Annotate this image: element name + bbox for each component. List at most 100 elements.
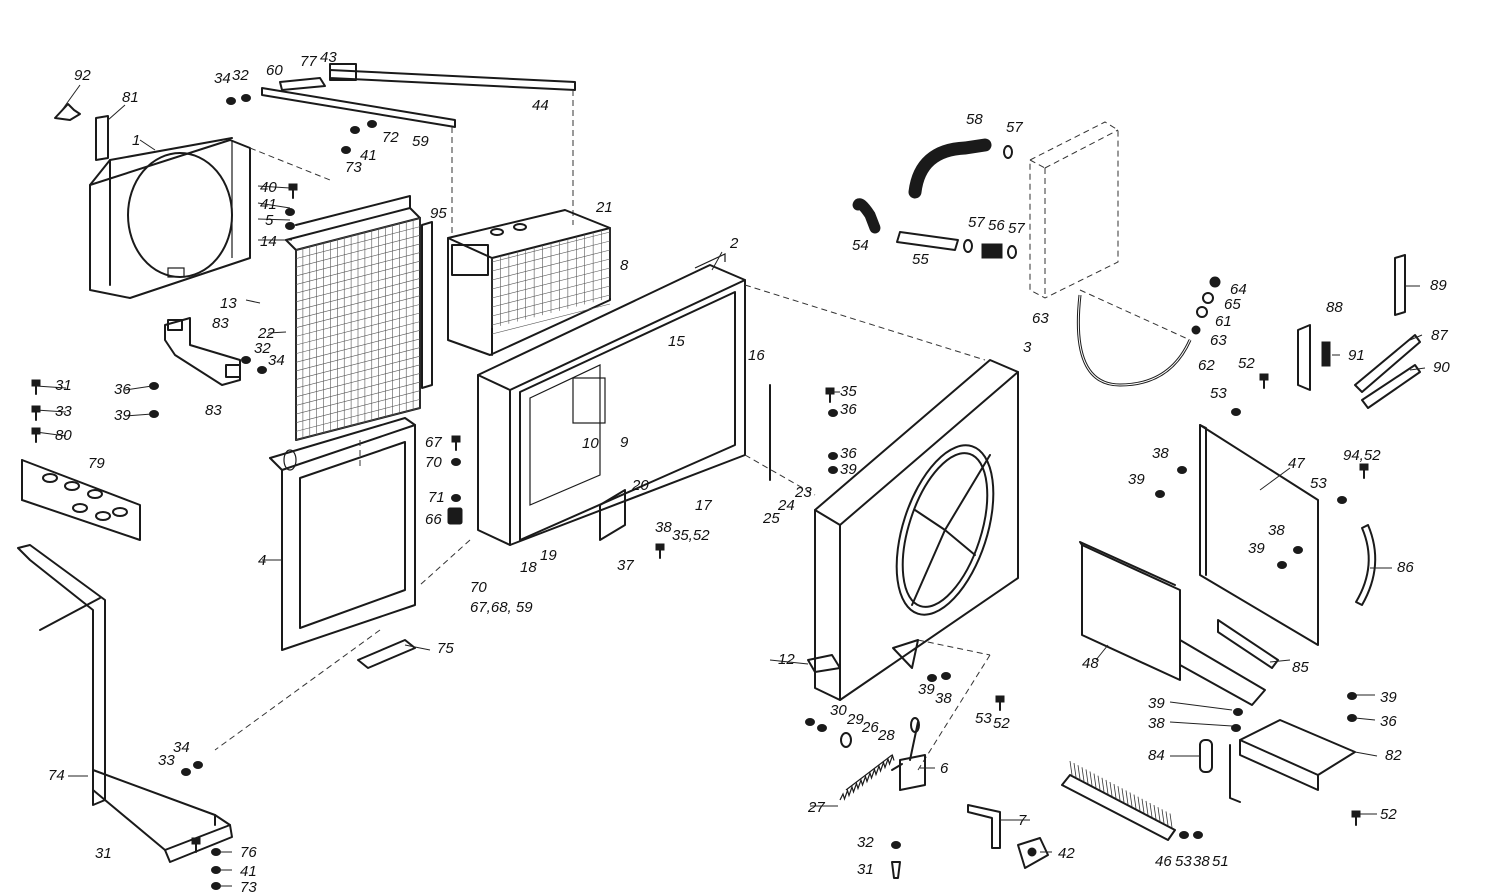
callout-74: 74 xyxy=(48,767,65,784)
clip-92 xyxy=(54,103,81,121)
callout-53b: 53 xyxy=(1310,475,1327,492)
radiator-core xyxy=(285,195,421,441)
callout-29: 29 xyxy=(846,711,864,728)
callout-91: 91 xyxy=(1348,347,1365,364)
callout-65: 65 xyxy=(1224,296,1241,313)
callout-87: 87 xyxy=(1431,327,1448,344)
callout-53d: 53 xyxy=(1175,853,1192,870)
strap-86 xyxy=(1355,524,1377,606)
callout-71: 71 xyxy=(428,489,445,506)
callout-85: 85 xyxy=(1292,659,1309,676)
bracket-83 xyxy=(164,317,241,386)
plate-75 xyxy=(357,639,416,669)
callout-44: 44 xyxy=(532,97,549,114)
bar-95 xyxy=(421,221,433,389)
side-panel-47 xyxy=(1199,424,1319,646)
callout-57a: 57 xyxy=(1006,119,1023,136)
callout-88: 88 xyxy=(1326,299,1343,316)
callout-39a: 39 xyxy=(114,407,131,424)
stay-rods xyxy=(261,63,576,235)
callout-46: 46 xyxy=(1155,853,1172,870)
callout-27: 27 xyxy=(807,799,825,816)
callout-55: 55 xyxy=(912,251,929,268)
tension-linkage xyxy=(839,717,1049,869)
latch-12 xyxy=(807,654,841,673)
angle-85 xyxy=(1217,619,1279,669)
callout-57b: 57 xyxy=(968,214,985,231)
callout-43: 43 xyxy=(320,49,337,66)
callout-63a: 63 xyxy=(1032,310,1049,327)
callout-14: 14 xyxy=(260,233,277,250)
callout-39d: 39 xyxy=(1128,471,1145,488)
callout-1: 1 xyxy=(132,132,140,149)
callout-58: 58 xyxy=(966,111,983,128)
callout-23: 23 xyxy=(794,484,812,501)
hoses xyxy=(852,138,1192,387)
fasteners xyxy=(31,94,1369,890)
callout-25: 25 xyxy=(762,510,780,527)
callout-9: 9 xyxy=(620,434,629,451)
callout-39g: 39 xyxy=(1380,689,1397,706)
link-84 xyxy=(1199,739,1213,773)
callout-56: 56 xyxy=(988,217,1005,234)
callout-89: 89 xyxy=(1430,277,1447,294)
expansion-tank-outline xyxy=(1029,121,1119,299)
callout-80: 80 xyxy=(55,427,72,444)
callout-39e: 39 xyxy=(1248,540,1265,557)
callout-2: 2 xyxy=(729,235,739,252)
callout-37: 37 xyxy=(617,557,634,574)
callout-48: 48 xyxy=(1082,655,1099,672)
callout-70a: 70 xyxy=(425,454,442,471)
callout-76: 76 xyxy=(240,844,257,861)
callout-7: 7 xyxy=(1018,812,1027,829)
callout-36a: 36 xyxy=(840,401,857,418)
fittings xyxy=(1191,276,1221,335)
callout-34a: 34 xyxy=(214,70,231,87)
callout-52a: 52 xyxy=(1238,355,1255,372)
assembly-lines xyxy=(214,147,1191,771)
callout-53a: 53 xyxy=(1210,385,1227,402)
callout-20: 20 xyxy=(631,477,649,494)
fan-ring-frame xyxy=(814,359,1019,701)
callout-4: 4 xyxy=(258,552,266,569)
leader-lines xyxy=(35,84,1426,887)
callout-38c: 38 xyxy=(1152,445,1169,462)
callout-31b: 31 xyxy=(95,845,112,862)
lower-frame xyxy=(269,417,416,651)
callout-32a: 32 xyxy=(232,67,249,84)
callout-10: 10 xyxy=(582,435,599,452)
callout-35-52: 35,52 xyxy=(672,527,710,544)
brackets-right xyxy=(1297,254,1421,409)
callout-39b: 39 xyxy=(840,461,857,478)
callout-36b: 36 xyxy=(840,445,857,462)
callout-38a: 38 xyxy=(655,519,672,536)
callout-53c: 53 xyxy=(975,710,992,727)
callout-81: 81 xyxy=(122,89,139,106)
callout-16: 16 xyxy=(748,347,765,364)
callout-75: 75 xyxy=(437,640,454,657)
callout-24: 24 xyxy=(777,497,795,514)
callout-82: 82 xyxy=(1385,747,1402,764)
callout-57c: 57 xyxy=(1008,220,1025,237)
callout-26: 26 xyxy=(861,719,879,736)
callout-17: 17 xyxy=(695,497,712,514)
mount-plate-82 xyxy=(1229,719,1356,803)
callout-6: 6 xyxy=(940,760,949,777)
callout-62: 62 xyxy=(1198,357,1215,374)
callout-32b: 32 xyxy=(254,340,271,357)
callout-30: 30 xyxy=(830,702,847,719)
callout-18: 18 xyxy=(520,559,537,576)
callout-42: 42 xyxy=(1058,845,1075,862)
callout-95: 95 xyxy=(430,205,447,222)
callout-86: 86 xyxy=(1397,559,1414,576)
callout-34c: 34 xyxy=(173,739,190,756)
callout-5: 5 xyxy=(265,212,274,229)
callout-40: 40 xyxy=(260,179,277,196)
callout-36c: 36 xyxy=(114,381,131,398)
callout-35: 35 xyxy=(840,383,857,400)
callout-63b: 63 xyxy=(1210,332,1227,349)
callout-59a: 59 xyxy=(412,133,429,150)
callout-33a: 33 xyxy=(55,403,72,420)
callout-33b: 33 xyxy=(158,752,175,769)
